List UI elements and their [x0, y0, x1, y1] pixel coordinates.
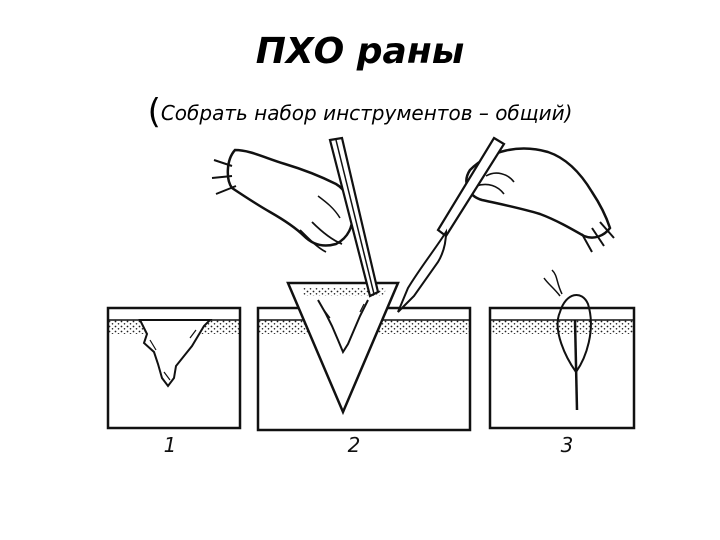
subtitle-open-paren: (	[147, 92, 161, 132]
panel-label-3: 3	[561, 433, 574, 457]
panel-1-wound	[138, 319, 213, 388]
panel-2-excision	[256, 281, 472, 432]
panel-2-excised-block	[286, 281, 400, 416]
panel-label-1: 1	[164, 433, 177, 457]
forceps	[328, 136, 380, 298]
panel-3-skin-layer	[491, 320, 633, 334]
panel-label-2: 2	[348, 433, 361, 457]
left-hand-forceps-icon	[211, 136, 380, 298]
panel-3-sutured-wound	[488, 269, 636, 430]
subtitle-text: Собрать набор инструментов – общий	[160, 101, 565, 125]
subtitle: (Собрать набор инструментов – общий)	[0, 92, 720, 133]
scalpel-blade	[397, 228, 448, 313]
right-hand-scalpel-icon	[397, 136, 615, 313]
panel-3-suture	[556, 294, 592, 374]
panel-1-irregular-wound	[106, 306, 242, 430]
panel-3-incision-line	[573, 319, 579, 411]
panel-2-wound-inside-block	[317, 299, 369, 355]
page-title: ПХО раны	[255, 31, 465, 72]
subtitle-close-paren: )	[564, 101, 573, 125]
